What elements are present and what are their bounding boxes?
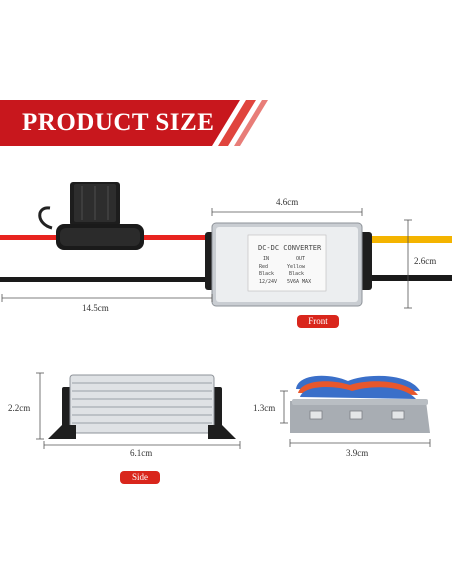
converter-side-body [48,374,236,439]
front-view-illustration [0,182,452,307]
dimension-side-length: 6.1cm [130,448,153,458]
front-dimension-lines [1,208,412,309]
product-size-banner [0,100,268,146]
output-yellow-wire [370,236,452,243]
dimension-wire-length: 14.5cm [82,303,109,313]
banner-stripe-thin [234,100,268,146]
converter-body [205,222,372,307]
wire-connector-illustration [280,375,431,447]
side-view-label: Side [120,471,160,484]
fuse-holder-icon [38,182,144,250]
connector-levers [296,375,420,399]
converter-label-in: IN [263,256,270,262]
connector-body [290,399,430,433]
converter-label-out-yellow: Yellow [287,264,306,270]
dimension-connector-width: 3.9cm [346,448,369,458]
dimension-front-width: 4.6cm [276,197,299,207]
input-black-wire [0,277,215,282]
side-view-illustration [36,372,241,449]
banner-title: PRODUCT SIZE [22,109,215,136]
banner-red-band [0,100,240,146]
converter-label-in-red: Red [259,264,269,270]
output-black-wire [370,275,452,281]
banner-stripe [218,100,256,146]
front-view-label: Front [297,315,339,328]
converter-label-in-black: Black [259,271,275,277]
converter-label-in-voltage: 12/24V [259,279,278,285]
converter-label-out-black: Black [289,271,305,277]
converter-label-title: DC-DC CONVERTER [258,244,322,252]
dimension-side-height: 2.2cm [8,403,31,413]
converter-label-out: OUT [296,256,306,262]
converter-label-out-rating: 5V6A MAX [287,279,312,285]
dimension-front-height: 2.6cm [414,256,437,266]
dimension-connector-height: 1.3cm [253,403,276,413]
